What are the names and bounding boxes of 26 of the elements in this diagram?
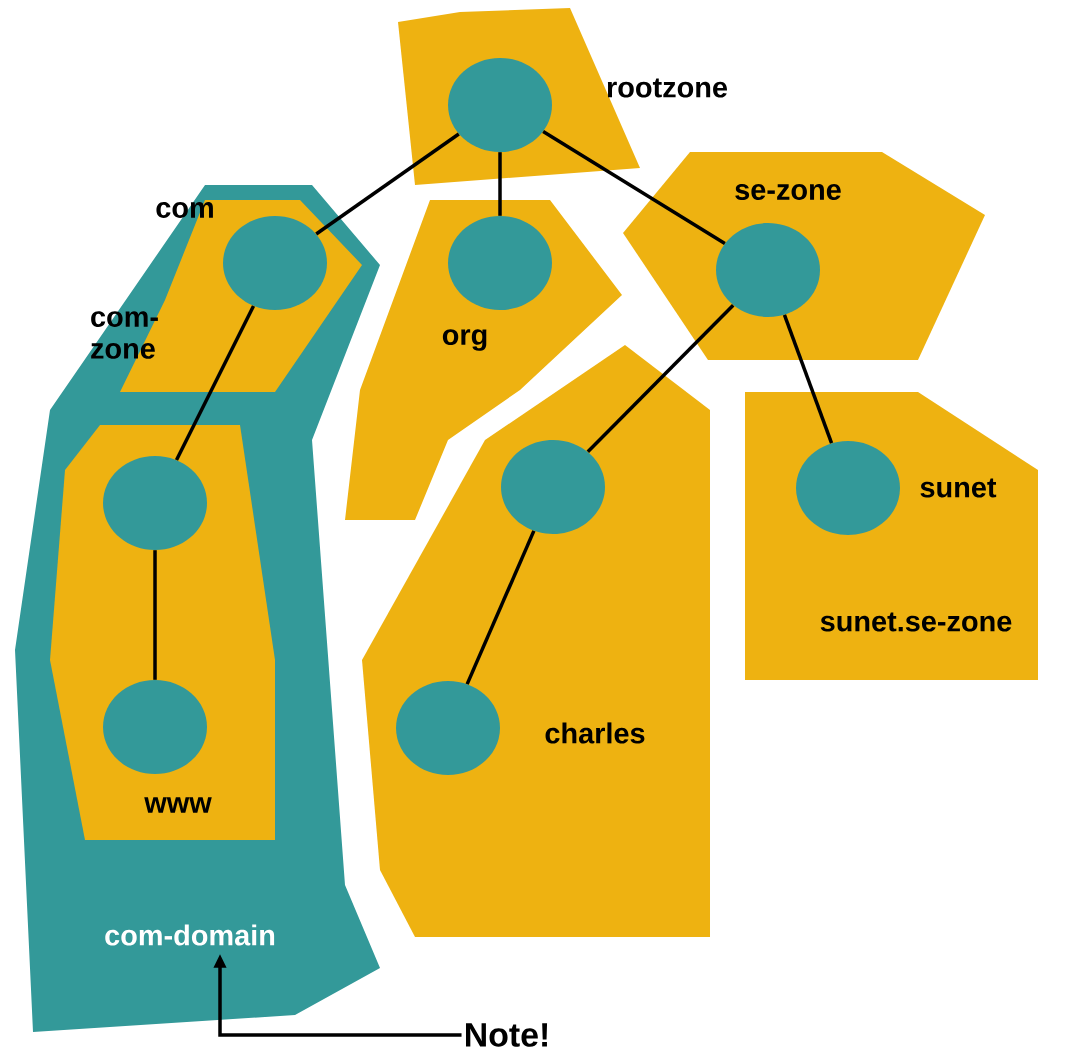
tree-line	[174, 305, 256, 461]
node-circle	[396, 681, 500, 775]
tree-line	[153, 550, 157, 680]
node-circle	[501, 440, 605, 534]
node-circle	[796, 441, 900, 535]
tree-line	[586, 303, 735, 454]
zone-label: se-zone	[735, 184, 841, 200]
note-text: Note!	[466, 1023, 548, 1047]
tree-line	[465, 530, 536, 685]
zone-label: sunet.se-zone	[820, 612, 1012, 632]
node-label: www	[144, 797, 212, 813]
node-circle	[103, 456, 207, 550]
node-circle	[103, 680, 207, 774]
node-circle	[448, 58, 552, 152]
zone-label: rootzone	[607, 78, 727, 98]
tree-line	[498, 152, 502, 216]
zone-label: org	[442, 329, 487, 351]
node-label: sunet	[920, 478, 997, 498]
tree-line	[315, 132, 460, 236]
node-label: charles	[545, 722, 645, 744]
tree-line	[542, 130, 726, 245]
node-circle	[223, 216, 327, 310]
tree-line	[782, 314, 834, 444]
node-circle	[448, 216, 552, 310]
node-circle	[716, 223, 820, 317]
domain-label: com-domain	[105, 924, 275, 946]
